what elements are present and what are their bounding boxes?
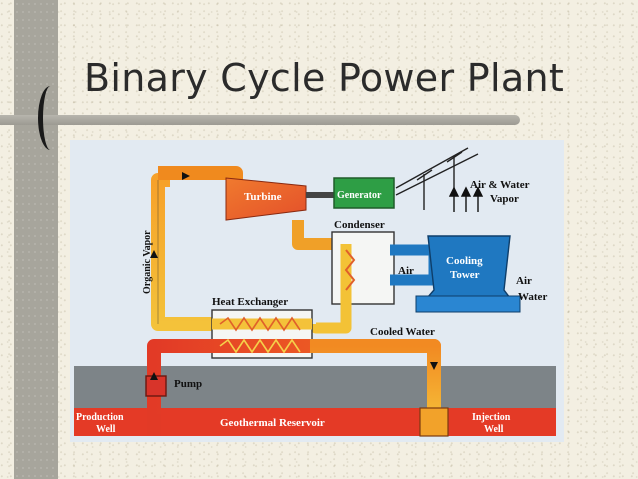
label-cooling: Cooling [446, 255, 483, 267]
diagram-svg: Turbine Generator Condenser Cooling Towe… [74, 147, 556, 437]
label-production: Production [76, 412, 124, 423]
label-injection: Injection [472, 412, 511, 423]
label-vapor: Vapor [490, 193, 519, 205]
condenser-fluid-pipe [310, 244, 352, 334]
label-generator: Generator [337, 190, 382, 201]
label-air-water: Air & Water [470, 179, 530, 191]
vapor-arrows [448, 186, 484, 212]
label-injection-well: Well [484, 424, 504, 435]
label-air-inside: Air [398, 265, 414, 277]
label-turbine: Turbine [244, 191, 282, 203]
bracket-ornament [38, 86, 63, 150]
label-production-well: Well [96, 424, 116, 435]
label-heat-exchanger: Heat Exchanger [212, 296, 288, 308]
label-condenser: Condenser [334, 219, 385, 231]
binary-cycle-diagram: Turbine Generator Condenser Cooling Towe… [70, 140, 564, 442]
injection-well [419, 407, 449, 437]
organic-vapor-pipe [151, 173, 212, 331]
title-underline-bar [0, 115, 520, 125]
turbine [225, 177, 307, 221]
power-lines [395, 147, 479, 210]
label-cooled-water: Cooled Water [370, 326, 435, 338]
flow-arrows [150, 172, 438, 380]
generator [333, 177, 395, 209]
label-pump: Pump [174, 378, 202, 390]
slide-title: Binary Cycle Power Plant [84, 56, 565, 100]
label-tower: Tower [450, 269, 480, 281]
cooling-tower-pool [415, 295, 521, 313]
cooled-water-pipe [310, 339, 441, 428]
label-geothermal-reservoir: Geothermal Reservoir [220, 417, 325, 429]
label-water-right: Water [518, 291, 547, 303]
left-decorative-bar [14, 0, 58, 479]
turbine-shaft [306, 192, 336, 198]
label-organic-vapor: Organic Vapor [142, 230, 153, 294]
label-air-right: Air [516, 275, 532, 287]
